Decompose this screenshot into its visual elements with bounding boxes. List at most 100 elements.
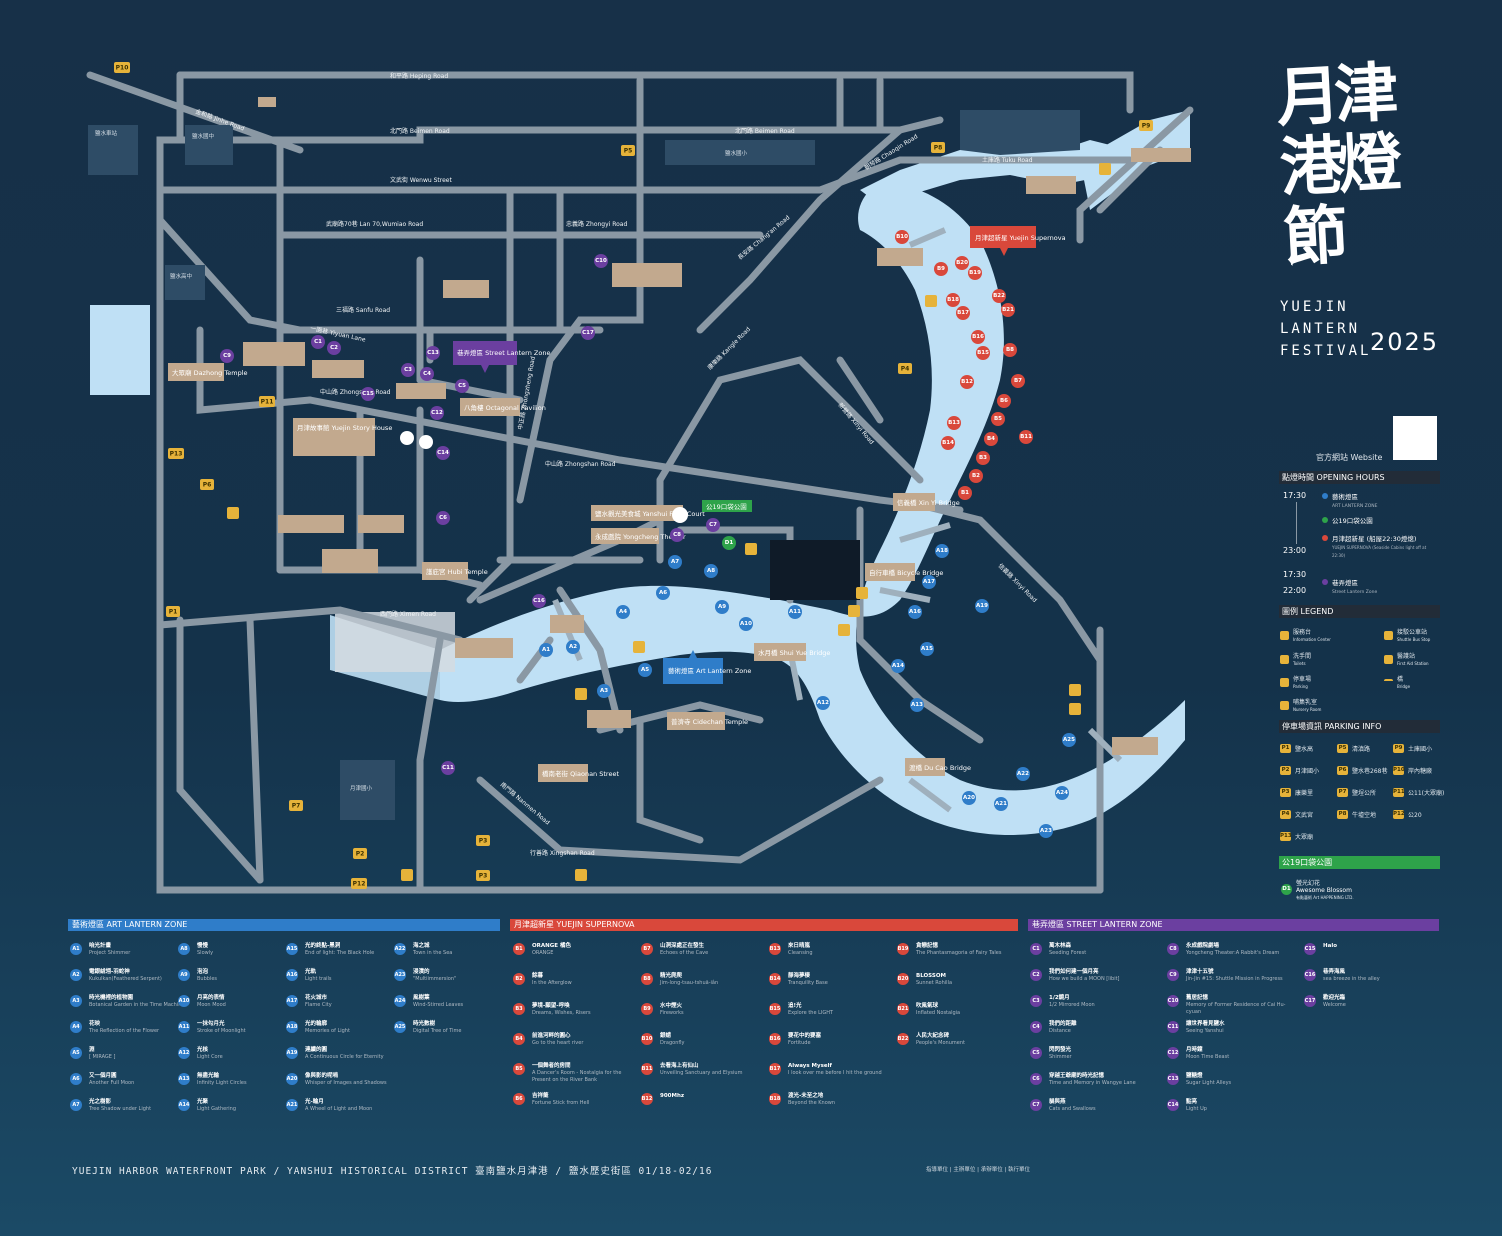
svg-text:A19: A19: [976, 603, 988, 609]
art-markers[interactable]: A1 A2 A3 A4 A5 A6 A7 A8 A9 A10 A11 A12 A…: [539, 544, 1076, 838]
svg-text:北門路 Beimen Road: 北門路 Beimen Road: [735, 127, 795, 135]
svg-text:自行車橋 Bicycle Bridge: 自行車橋 Bicycle Bridge: [869, 568, 943, 577]
svg-text:P10: P10: [116, 65, 129, 72]
camera-icon: [419, 435, 433, 449]
svg-text:A4: A4: [619, 609, 627, 615]
svg-text:普濟寺 Cidechan Temple: 普濟寺 Cidechan Temple: [671, 717, 748, 726]
hours-item-supernova: 月津超新星 (船屋22:30燈熄)YUEJIN SUPERNOVA (Seasi…: [1332, 535, 1427, 558]
hours-line-a: [1296, 502, 1297, 544]
svg-text:A20: A20: [963, 795, 975, 801]
street-markers[interactable]: C1 C2 C3 C4 C5 C6 C7 C8 C9 C10 C11 C12 C…: [220, 254, 736, 775]
info-icon: [1280, 630, 1289, 640]
svg-text:D1: D1: [725, 540, 734, 546]
supernova-markers[interactable]: B1 B2 B3 B4 B5 B6 B7 B8 B9 B10 B11 B12 B…: [895, 230, 1033, 500]
svg-text:鹽水觀光美食城 Yanshui Food Court: 鹽水觀光美食城 Yanshui Food Court: [595, 509, 705, 518]
parking-icon: P10: [1393, 766, 1405, 775]
svg-text:B12: B12: [961, 379, 973, 385]
svg-text:A6: A6: [659, 590, 667, 596]
parking-icon: P12: [1393, 810, 1405, 819]
nursery-icon: [848, 605, 860, 617]
parking-heading: 停車場資訊 PARKING INFO: [1279, 720, 1440, 733]
qr-code[interactable]: [1393, 416, 1437, 460]
parking-icon: P8: [1337, 810, 1348, 819]
svg-text:八角樓 Octagonal Pavilion: 八角樓 Octagonal Pavilion: [464, 403, 546, 412]
hours-start-b: 17:30: [1283, 570, 1307, 579]
svg-text:B1: B1: [961, 490, 969, 496]
svg-text:C12: C12: [431, 410, 443, 416]
svg-text:A10: A10: [740, 621, 752, 627]
svg-text:B21: B21: [1002, 307, 1014, 313]
svg-text:A12: A12: [817, 700, 829, 706]
svg-text:P11: P11: [261, 399, 274, 406]
svg-text:B17: B17: [957, 310, 969, 316]
svg-text:P7: P7: [292, 803, 301, 810]
svg-text:A13: A13: [911, 702, 923, 708]
footer-text: YUEJIN HARBOR WATERFRONT PARK / YANSHUI …: [72, 1166, 713, 1177]
svg-text:P3: P3: [479, 873, 488, 880]
svg-text:A23: A23: [1040, 828, 1052, 834]
parking-markers[interactable]: P1 P2 P3 P4 P5 P6 P7 P8 P9 P10 P11 P12 P…: [114, 62, 1153, 889]
park19-heading: 公19口袋公園: [1279, 856, 1440, 869]
place-labels: 大眾廟 Dazhong Temple 月津故事館 Yuejin Story Ho…: [168, 97, 1191, 782]
svg-text:護庇宮 Hubi Temple: 護庇宮 Hubi Temple: [426, 567, 488, 576]
svg-text:C1: C1: [314, 339, 322, 345]
svg-text:A16: A16: [909, 609, 921, 615]
svg-text:B8: B8: [1006, 347, 1014, 353]
svg-text:C13: C13: [427, 350, 439, 356]
svg-text:永成戲院 Yongcheng Theater: 永成戲院 Yongcheng Theater: [595, 532, 686, 541]
svg-text:大眾廟 Dazhong Temple: 大眾廟 Dazhong Temple: [172, 368, 248, 377]
svg-text:C2: C2: [330, 345, 338, 351]
svg-text:B9: B9: [937, 266, 945, 272]
svg-text:A14: A14: [892, 663, 904, 669]
zone-bar-street: 巷弄燈區 STREET LANTERN ZONE: [1028, 919, 1439, 931]
facility-icons[interactable]: [227, 163, 1111, 881]
parking-icon: P6: [1337, 766, 1348, 775]
svg-text:和平路 Heping Road: 和平路 Heping Road: [390, 72, 448, 80]
svg-text:P5: P5: [624, 148, 633, 155]
hours-end-a: 23:00: [1283, 546, 1307, 555]
svg-text:A5: A5: [641, 667, 649, 673]
svg-text:C17: C17: [582, 330, 594, 336]
svg-text:B6: B6: [1000, 398, 1008, 404]
title-year: 2025: [1370, 328, 1440, 356]
shuttle-bus-icon: [575, 869, 587, 881]
svg-text:忠義路 Zhongyi Road: 忠義路 Zhongyi Road: [566, 220, 627, 228]
svg-text:月津超新星 Yuejin Supernova: 月津超新星 Yuejin Supernova: [975, 233, 1066, 242]
svg-text:文武街 Wenwu Street: 文武街 Wenwu Street: [390, 176, 452, 184]
svg-text:C6: C6: [439, 515, 447, 521]
svg-text:C11: C11: [442, 765, 454, 771]
first-aid-icon: [1069, 684, 1081, 696]
parking-icon: P13: [1280, 832, 1292, 841]
svg-text:C7: C7: [709, 522, 717, 528]
svg-text:A8: A8: [707, 568, 715, 574]
